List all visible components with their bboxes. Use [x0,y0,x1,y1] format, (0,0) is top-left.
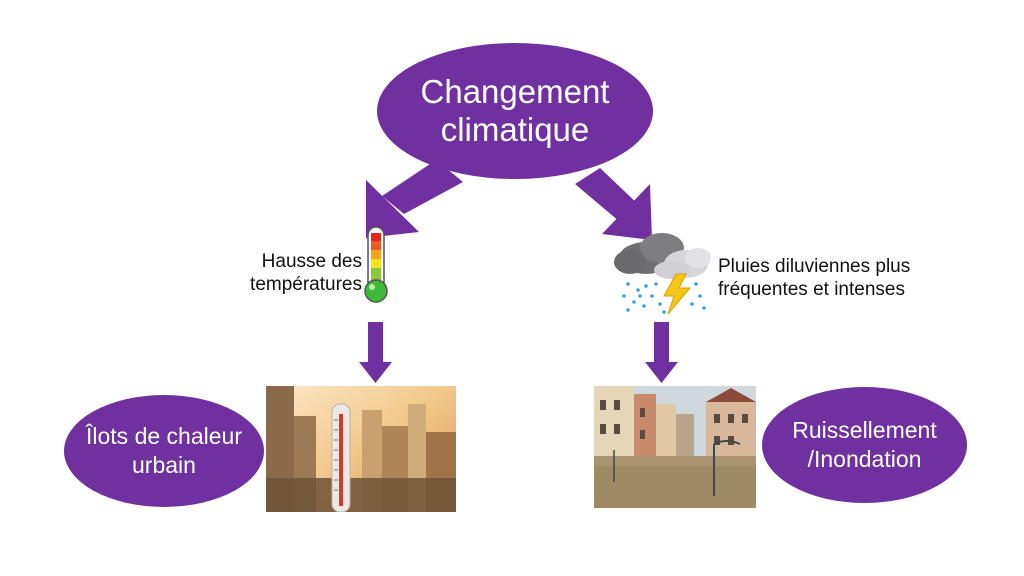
thermometer-icon [364,226,388,303]
runoff-flood-line1: Ruissellement [792,417,937,443]
climate-change-line1: Changement [420,73,610,110]
urban-heat-island-line2: urbain [132,452,196,478]
storm-cloud-icon [614,233,711,315]
climate-change-node: Changement climatique [377,43,653,179]
heavy-rain-line1: Pluies diluviennes plus [718,256,911,277]
runoff-flood-line2: /Inondation [807,446,922,472]
temperature-rise-line1: Hausse des [261,251,362,272]
arrow-heat-down [359,322,392,383]
urban-heat-island-node: Îlots de chaleur urbain [64,395,264,507]
arrow-to-heat [366,160,463,238]
temperature-rise-line2: températures [250,274,362,295]
temperature-rise-label: Hausse des températures [214,250,362,296]
thermometer-city-photo [266,386,456,512]
climate-change-line2: climatique [440,111,590,148]
heavy-rain-line2: fréquentes et intenses [718,279,905,300]
flooded-street-photo [594,386,756,508]
heavy-rain-label: Pluies diluviennes plus fréquentes et in… [718,255,968,301]
runoff-flood-node: Ruissellement /Inondation [762,387,967,503]
urban-heat-island-line1: Îlots de chaleur [86,423,242,449]
arrow-rain-down [645,322,678,383]
arrow-to-rain [575,168,652,240]
